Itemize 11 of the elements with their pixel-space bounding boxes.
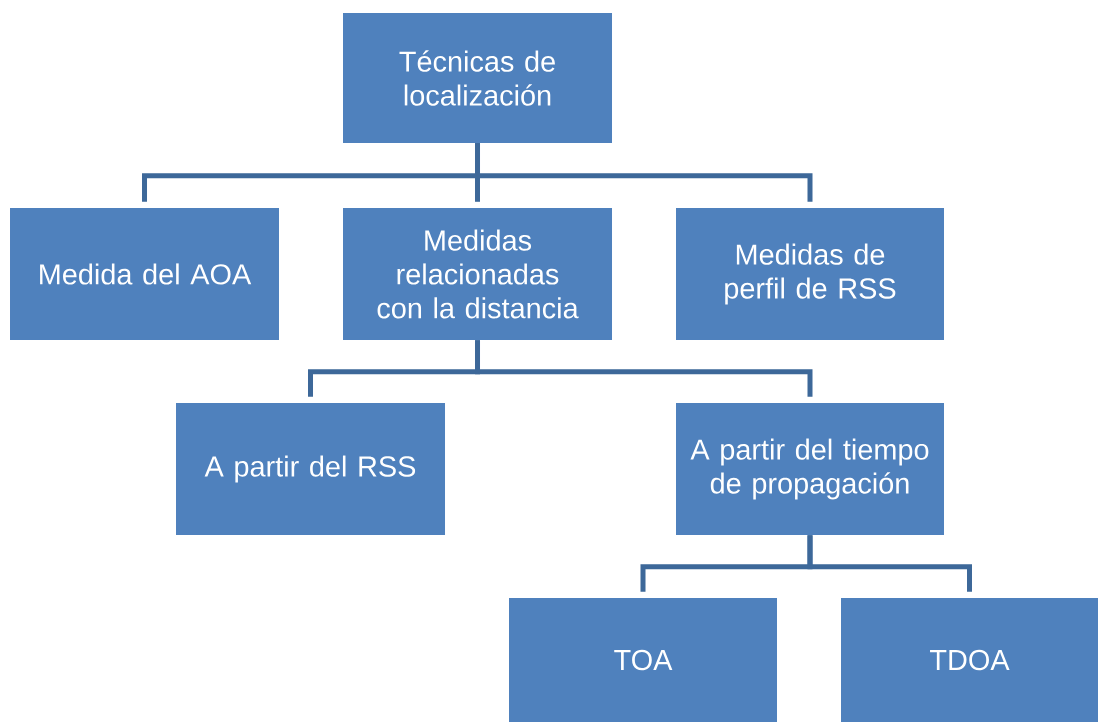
process-box: Técnicas de localización (343, 13, 612, 143)
connector-line (475, 143, 813, 202)
process-box: Medidas relacionadas con la distancia (343, 208, 612, 340)
process-box: Medidas de perfil de RSS (676, 208, 944, 340)
process-box: Medida del AOA (10, 208, 279, 340)
process-box: TOA (509, 598, 777, 722)
connector-line (475, 340, 813, 397)
process-box: A partir del RSS (176, 403, 445, 535)
connector-line (807, 535, 972, 592)
process-box: A partir del tiempo de propagación (676, 403, 944, 535)
process-box: TDOA (841, 598, 1098, 722)
